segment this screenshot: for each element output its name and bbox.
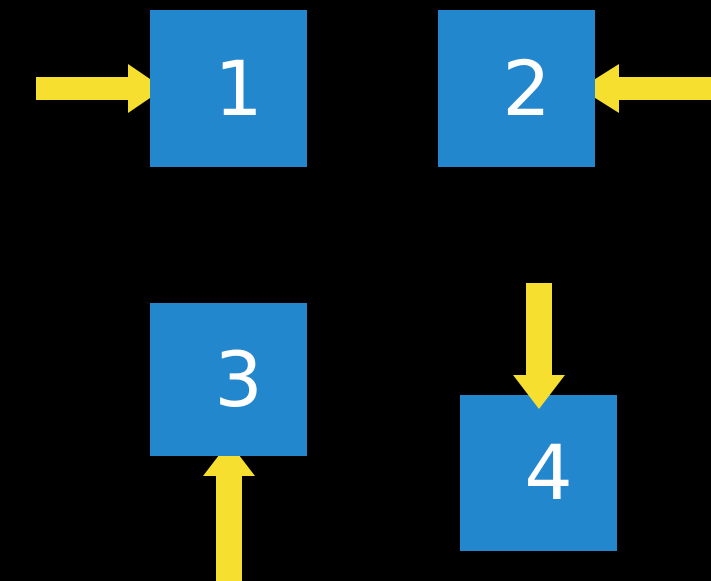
node-3-fill — [150, 303, 307, 456]
node-4-label: 4 — [524, 428, 573, 517]
node-4[interactable]: 4 — [460, 395, 617, 551]
node-1-label: 1 — [214, 43, 263, 133]
node-3[interactable]: 3 — [150, 303, 307, 456]
node-3-label: 3 — [214, 334, 263, 424]
node-1-fill — [150, 10, 307, 167]
node-2-fill — [438, 10, 595, 167]
node-2-label: 2 — [502, 43, 551, 133]
node-2[interactable]: 2 — [438, 10, 595, 167]
node-1[interactable]: 1 — [150, 10, 307, 167]
node-4-fill — [460, 395, 617, 551]
arrow-up-into-node-3-icon — [203, 442, 255, 581]
arrow-right-into-node-1-icon — [36, 64, 164, 113]
arrow-left-into-node-2-icon — [580, 64, 711, 113]
arrow-down-into-node-4-icon — [513, 283, 565, 409]
